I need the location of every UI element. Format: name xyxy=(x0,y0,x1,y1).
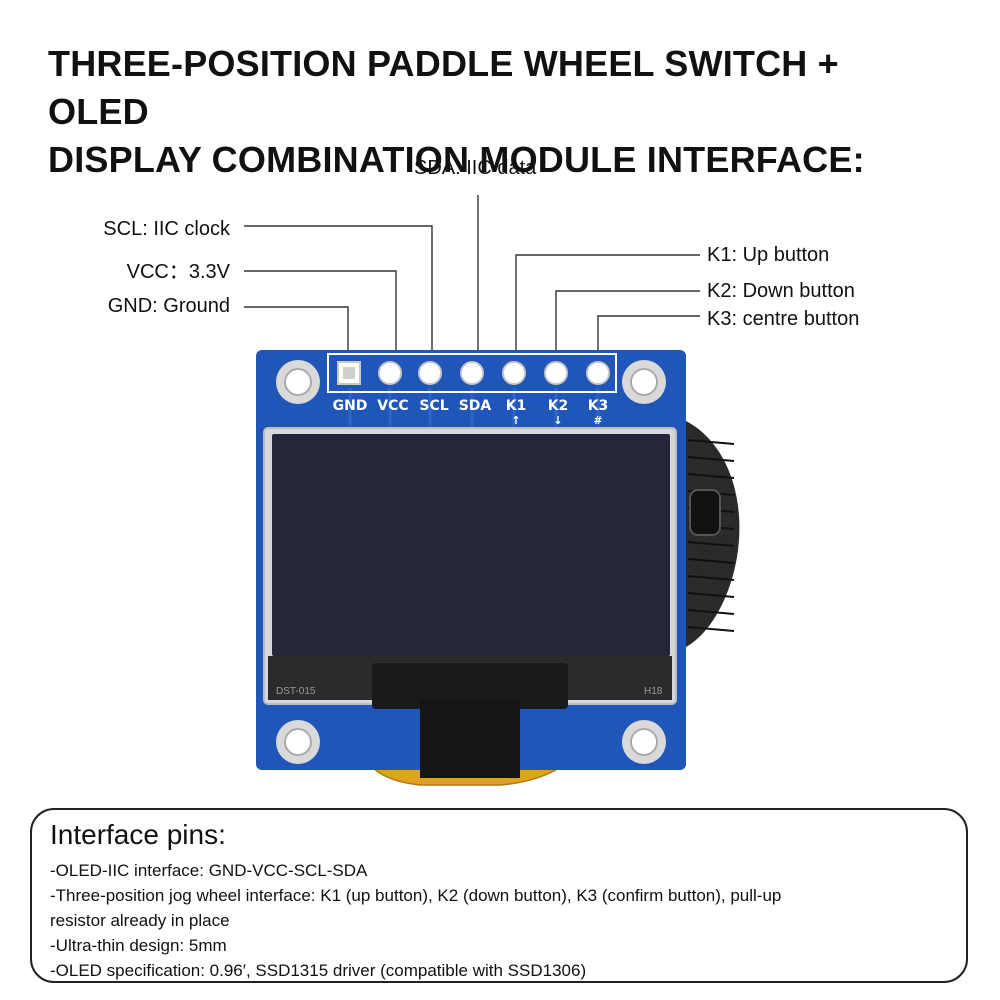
mounting-hole-bottom-left xyxy=(276,720,320,764)
title-line-2: DISPLAY COMBINATION MODULE INTERFACE: xyxy=(48,139,865,180)
oled-revision-label: H18 xyxy=(644,686,663,697)
k1-leader-line xyxy=(515,254,700,372)
mounting-hole-top-right xyxy=(622,360,666,404)
paddle-wheel-ridge xyxy=(687,592,735,598)
pin-label-vcc: VCC xyxy=(377,398,408,414)
pin-label-gnd: GND xyxy=(333,398,368,414)
oled-module: DST-015 H18 xyxy=(263,427,677,778)
pin-label-sda: SDA xyxy=(459,398,492,414)
info-line-thickness: -Ultra-thin design: 5mm xyxy=(50,936,227,955)
info-line-jog-wheel: -Three-position jog wheel interface: K1 … xyxy=(50,886,782,905)
pin-pad-sda xyxy=(460,361,484,385)
k3-center-mark-icon: # xyxy=(593,414,602,427)
paddle-wheel-ridge xyxy=(687,626,735,632)
pin-label-k3: K3 xyxy=(588,398,609,414)
pin-pad-scl xyxy=(418,361,442,385)
info-line-oled-iic: -OLED-IIC interface: GND-VCC-SCL-SDA xyxy=(50,861,368,880)
callout-sda: SDA: IIC data xyxy=(414,157,537,179)
pin-pad-vcc xyxy=(378,361,402,385)
paddle-wheel-ridge xyxy=(687,456,735,462)
flex-cable-cover xyxy=(420,700,520,778)
paddle-wheel-ridge xyxy=(687,575,735,581)
leader-lines xyxy=(244,195,700,372)
info-line-jog-wheel-cont: resistor already in place xyxy=(50,911,230,930)
pcb-traces xyxy=(348,388,600,430)
page-title: THREE-POSITION PADDLE WHEEL SWITCH + OLE… xyxy=(48,40,948,184)
callout-k2: K2: Down button xyxy=(707,280,855,302)
k1-up-arrow-icon: ↑ xyxy=(511,414,520,427)
oled-model-label: DST-015 xyxy=(276,686,316,697)
interface-pins-box: Interface pins: -OLED-IIC interface: GND… xyxy=(30,808,968,983)
pin-pad-k1 xyxy=(502,361,526,385)
k2-down-arrow-icon: ↓ xyxy=(553,414,562,427)
scl-leader-line xyxy=(244,225,433,372)
pin-label-k1: K1 xyxy=(506,398,527,414)
paddle-wheel xyxy=(684,420,740,648)
pin-pad-k3 xyxy=(586,361,610,385)
oled-screen xyxy=(272,434,670,656)
pin-labels: GND VCC SCL SDA K1 K2 K3 ↑ ↓ # xyxy=(333,398,609,427)
pin-pad-k2 xyxy=(544,361,568,385)
interface-pins-heading: Interface pins: xyxy=(50,819,226,850)
module-diagram: GND VCC SCL SDA K1 K2 K3 ↑ ↓ # DST-015 H… xyxy=(244,195,740,786)
paddle-wheel-ridge xyxy=(687,541,735,547)
callout-scl: SCL: IIC clock xyxy=(103,218,230,240)
pin-label-k2: K2 xyxy=(548,398,569,414)
callout-vcc: VCC：3.3V xyxy=(126,261,230,283)
callout-k1: K1: Up button xyxy=(707,244,830,266)
callout-gnd: GND: Ground xyxy=(107,295,230,317)
title-line-1: THREE-POSITION PADDLE WHEEL SWITCH + OLE… xyxy=(48,43,839,132)
vcc-leader-line xyxy=(244,270,397,372)
pin-pads xyxy=(337,361,610,385)
oled-driver-chip xyxy=(372,663,568,709)
paddle-wheel-hub xyxy=(689,489,721,536)
k2-leader-line xyxy=(555,290,700,372)
pin-label-scl: SCL xyxy=(419,398,448,414)
mounting-hole-bottom-right xyxy=(622,720,666,764)
paddle-wheel-ridge xyxy=(687,609,735,615)
info-line-oled-spec: -OLED specification: 0.96′, SSD1315 driv… xyxy=(50,961,587,980)
paddle-wheel-ridge xyxy=(687,558,735,564)
callout-k3: K3: centre button xyxy=(707,308,860,330)
paddle-wheel-ridge xyxy=(687,473,735,479)
paddle-wheel-ridge xyxy=(687,439,735,445)
mounting-hole-top-left xyxy=(276,360,320,404)
pin-header-outline xyxy=(327,353,617,393)
